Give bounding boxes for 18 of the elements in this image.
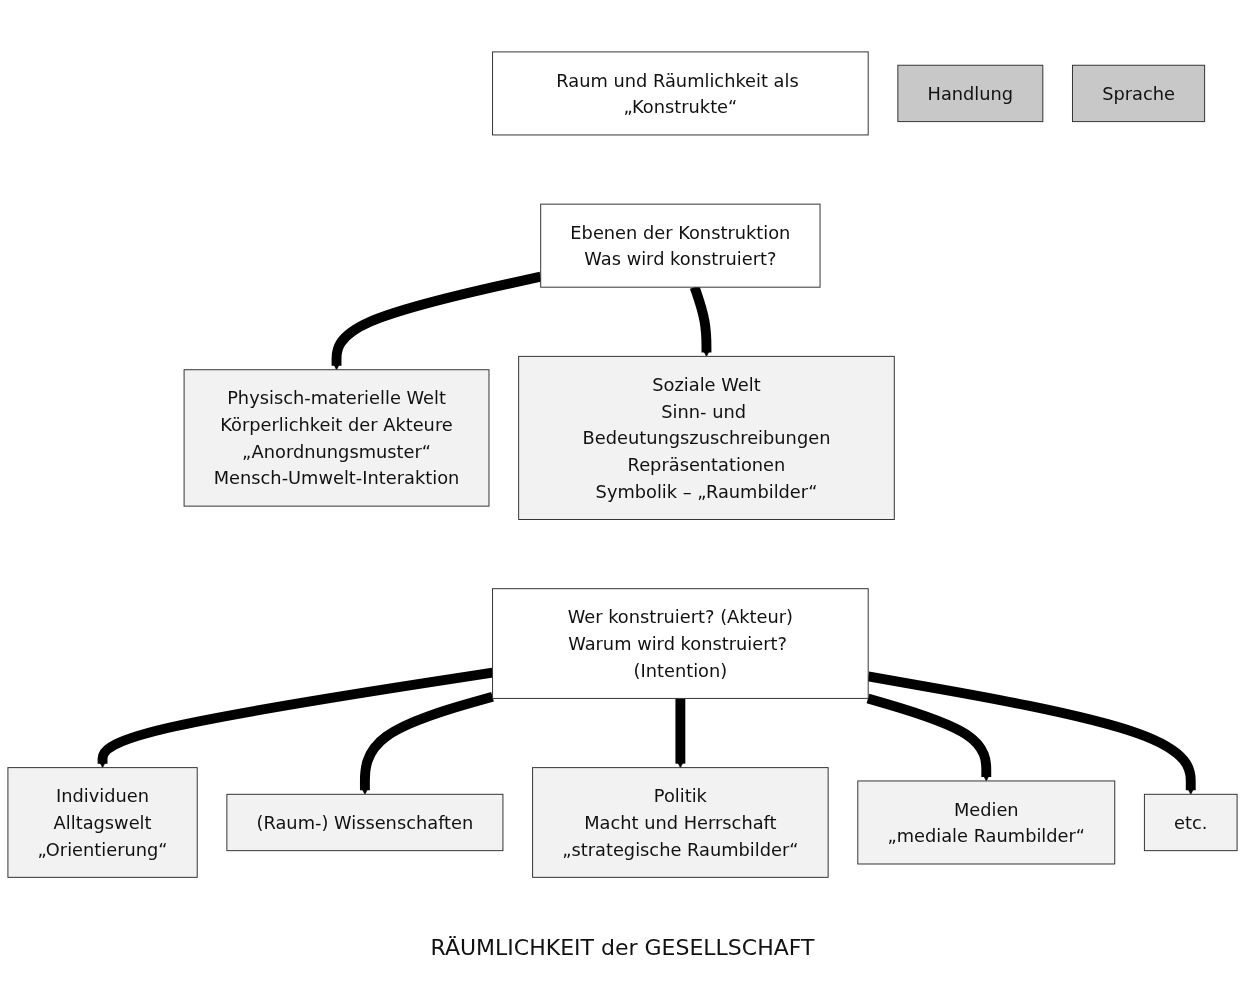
node-box: Sprache <box>1072 65 1206 123</box>
node-box: Physisch-materielle Welt Körperlichkeit der Akteure „Anordnungsmuster“ Mensch-Umwelt-Interaktion <box>183 369 490 507</box>
node-box: Politik Macht und Herrschaft „strategische Raumbilder“ <box>532 767 829 879</box>
arrow <box>97 668 494 769</box>
node-box: (Raum-) Wissenschaften <box>226 794 504 852</box>
arrow <box>866 694 992 782</box>
node-box: Ebenen der Konstruktion Was wird konstruiert? <box>540 204 821 289</box>
arrow <box>867 671 1196 796</box>
node-box: Wer konstruiert? (Akteur) Warum wird konstruiert? (Intention) <box>492 588 869 700</box>
node-box: etc. <box>1143 794 1238 852</box>
node-box: Handlung <box>897 65 1044 123</box>
arrow <box>331 272 542 371</box>
node-box: Individuen Alltagswelt „Orientierung“ <box>7 767 198 879</box>
node-box: Soziale Welt Sinn- und Bedeutungszuschreibungen Repräsentationen Symbolik – „Raumbilder“ <box>518 356 895 521</box>
node-box: Raum und Räumlichkeit als „Konstrukte“ <box>492 51 869 136</box>
section-heading: RÄUMLICHKEIT der GESELLSCHAFT <box>429 935 816 960</box>
node-box: Medien „mediale Raumbilder“ <box>857 780 1116 865</box>
arrow <box>675 698 686 769</box>
